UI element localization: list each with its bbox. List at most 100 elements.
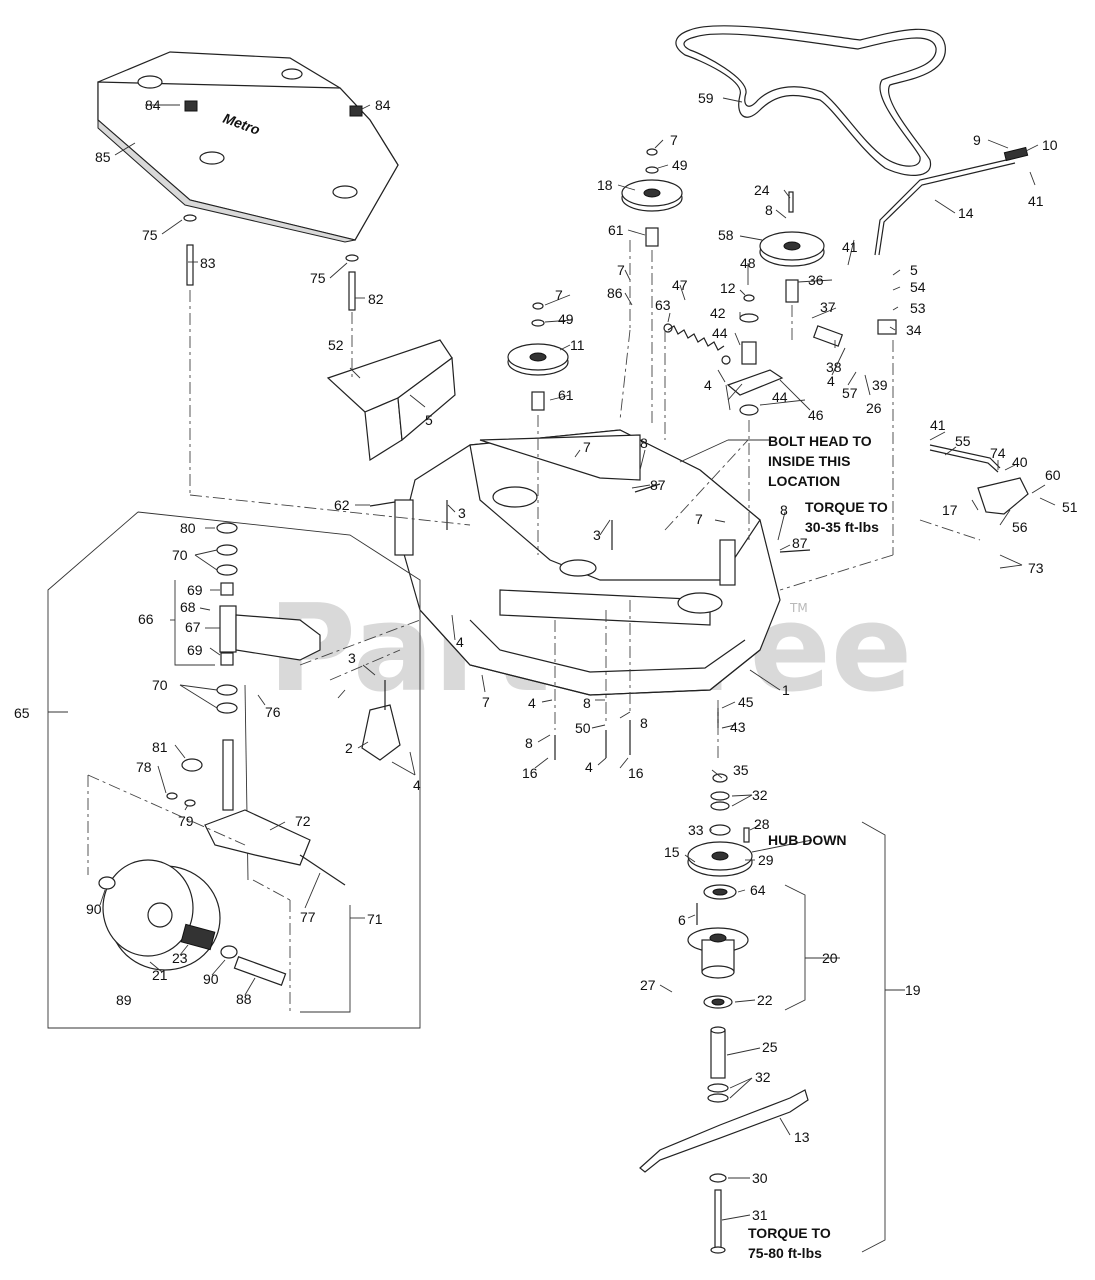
linkage-rod-55 bbox=[929, 444, 1001, 469]
callout: 50 bbox=[575, 720, 591, 736]
callout: 8 bbox=[583, 695, 591, 711]
note-torque-blade-line2: 75-80 ft-lbs bbox=[748, 1245, 822, 1261]
callout: 88 bbox=[236, 991, 252, 1007]
spring-63 bbox=[663, 323, 731, 365]
callout: 41 bbox=[1028, 193, 1044, 209]
note-bolt-head-line1: BOLT HEAD TO bbox=[768, 433, 872, 449]
rod-end-10 bbox=[1003, 146, 1029, 162]
callout: 27 bbox=[640, 977, 656, 993]
callout: 17 bbox=[942, 502, 958, 518]
callout: 7 bbox=[482, 694, 490, 710]
callout: 51 bbox=[1062, 499, 1078, 515]
idler-arm-46 bbox=[726, 294, 784, 416]
callout: 87 bbox=[650, 477, 666, 493]
callout: 90 bbox=[203, 971, 219, 987]
stud-82 bbox=[345, 254, 359, 311]
caster-assembly-65 bbox=[47, 511, 421, 1029]
callout: 22 bbox=[757, 992, 773, 1008]
callout: 3 bbox=[458, 505, 466, 521]
callout: 26 bbox=[866, 400, 882, 416]
callout: 7 bbox=[695, 511, 703, 527]
callout: 5 bbox=[425, 412, 433, 428]
callout: 55 bbox=[955, 433, 971, 449]
spindle-assembly-19 bbox=[639, 773, 886, 1254]
callout: 82 bbox=[368, 291, 384, 307]
note-torque-deck-line1: TORQUE TO bbox=[805, 499, 888, 515]
callout: 49 bbox=[558, 311, 574, 327]
callout: 4 bbox=[585, 759, 593, 775]
callout: 84 bbox=[375, 97, 391, 113]
callout: 63 bbox=[655, 297, 671, 313]
bracket-56 bbox=[977, 477, 1029, 515]
callout: 58 bbox=[718, 227, 734, 243]
callout: 52 bbox=[328, 337, 344, 353]
callout: 11 bbox=[570, 337, 585, 353]
callout: 18 bbox=[597, 177, 613, 193]
leader-lines bbox=[48, 97, 1056, 1221]
callout: 7 bbox=[670, 132, 678, 148]
callout: 40 bbox=[1012, 454, 1028, 470]
note-torque-deck-line2: 30-35 ft-lbs bbox=[805, 519, 879, 535]
callout: 75 bbox=[142, 227, 158, 243]
callout: 47 bbox=[672, 277, 688, 293]
idler-pulley-58 bbox=[759, 191, 825, 303]
callout: 79 bbox=[178, 813, 194, 829]
bushing-34 bbox=[877, 319, 897, 335]
baffle-52 bbox=[326, 339, 456, 462]
callout: 5 bbox=[910, 262, 918, 278]
callout: 37 bbox=[820, 299, 836, 315]
callout: 43 bbox=[730, 719, 746, 735]
callout: 8 bbox=[640, 715, 648, 731]
callout: 7 bbox=[617, 262, 625, 278]
callout: 7 bbox=[555, 287, 563, 303]
callout: 8 bbox=[765, 202, 773, 218]
callout: 69 bbox=[187, 642, 203, 658]
callout: 46 bbox=[808, 407, 824, 423]
callout: 4 bbox=[827, 373, 835, 389]
note-torque-blade-line1: TORQUE TO bbox=[748, 1225, 831, 1241]
callout: 76 bbox=[265, 704, 281, 720]
callout: 81 bbox=[152, 739, 168, 755]
callout: 30 bbox=[752, 1170, 768, 1186]
callout: 85 bbox=[95, 149, 111, 165]
callout: 10 bbox=[1042, 137, 1058, 153]
note-bolt-head-line2: INSIDE THIS bbox=[768, 453, 850, 469]
callout: 74 bbox=[990, 445, 1006, 461]
callout: 41 bbox=[930, 417, 946, 433]
callout: 56 bbox=[1012, 519, 1028, 535]
chute-deflector-2 bbox=[361, 704, 401, 761]
callout: 3 bbox=[593, 527, 601, 543]
callout: 72 bbox=[295, 813, 311, 829]
callout: 44 bbox=[712, 325, 728, 341]
callout: 54 bbox=[910, 279, 926, 295]
callout: 66 bbox=[138, 611, 154, 627]
callout: 4 bbox=[456, 634, 464, 650]
callout: 64 bbox=[750, 882, 766, 898]
callout: 34 bbox=[906, 322, 922, 338]
callout: 84 bbox=[145, 97, 161, 113]
callout: 44 bbox=[772, 389, 788, 405]
callout: 6 bbox=[678, 912, 686, 928]
callout: 75 bbox=[310, 270, 326, 286]
idler-pulley-11 bbox=[507, 302, 569, 411]
callout: 61 bbox=[558, 387, 574, 403]
callout: 86 bbox=[607, 285, 623, 301]
callout: 31 bbox=[752, 1207, 768, 1223]
callout: 57 bbox=[842, 385, 858, 401]
callout: 19 bbox=[905, 982, 921, 998]
callout: 77 bbox=[300, 909, 316, 925]
deck-cover: Metro bbox=[97, 51, 399, 243]
callout: 61 bbox=[608, 222, 624, 238]
callout: 68 bbox=[180, 599, 196, 615]
callout: 20 bbox=[822, 950, 838, 966]
callout: 59 bbox=[698, 90, 714, 106]
callout: 1 bbox=[782, 682, 790, 698]
callout: 89 bbox=[116, 992, 132, 1008]
callout: 69 bbox=[187, 582, 203, 598]
drive-belt bbox=[675, 25, 946, 176]
callout: 13 bbox=[794, 1129, 810, 1145]
callout: 67 bbox=[185, 619, 201, 635]
callout: 16 bbox=[628, 765, 644, 781]
callout: 16 bbox=[522, 765, 538, 781]
